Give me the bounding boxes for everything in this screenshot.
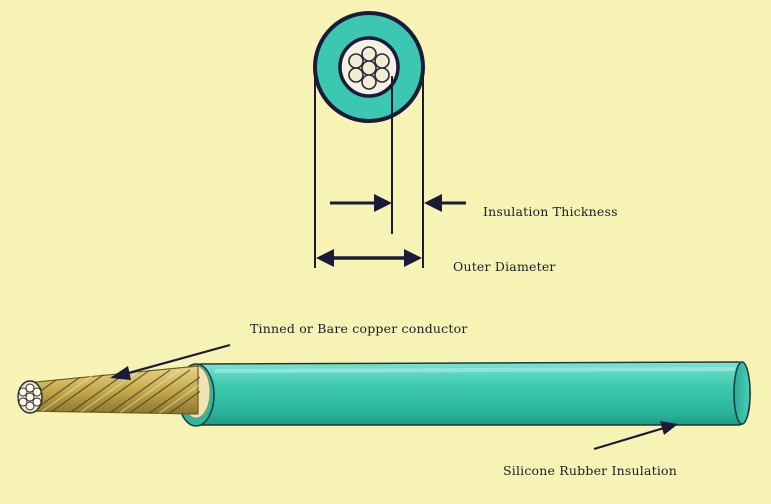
dimension-extension-lines (314, 67, 424, 268)
insulation-label: Silicone Rubber Insulation (503, 463, 678, 478)
outer-diameter-label: Outer Diameter (453, 259, 556, 274)
conductor-strands (348, 46, 390, 90)
insulation-thickness-arrows (330, 194, 466, 212)
conductor-label: Tinned or Bare copper conductor (250, 321, 468, 336)
cross-section (313, 11, 425, 123)
insulation-thickness-label: Insulation Thickness (483, 204, 618, 219)
conductor-end-strands (18, 383, 42, 411)
outer-diameter-arrow (316, 249, 422, 267)
insulation-pointer-arrow (593, 421, 678, 451)
cable-body (177, 361, 751, 427)
stranded-conductor (17, 365, 200, 415)
conductor-pointer-arrow (110, 343, 231, 380)
